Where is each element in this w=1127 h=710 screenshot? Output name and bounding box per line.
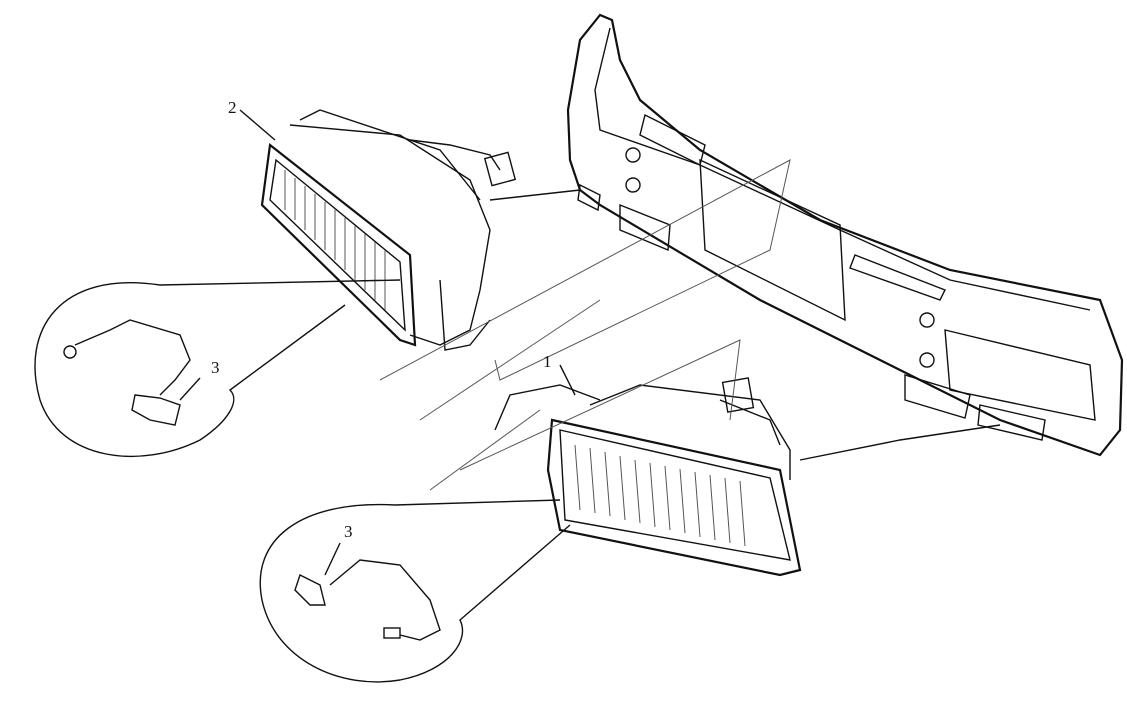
part-label-3-lower: 3 bbox=[344, 522, 353, 541]
part-label-2: 2 bbox=[228, 98, 237, 117]
bumper bbox=[566, 13, 1124, 457]
fog-lamp-lower bbox=[494, 377, 802, 577]
bulb-upper bbox=[63, 319, 201, 426]
fog-lamp-upper bbox=[260, 109, 517, 351]
bulb-lower bbox=[294, 542, 441, 641]
part-label-3-upper: 3 bbox=[211, 358, 220, 377]
part-label-1: 1 bbox=[543, 352, 552, 371]
